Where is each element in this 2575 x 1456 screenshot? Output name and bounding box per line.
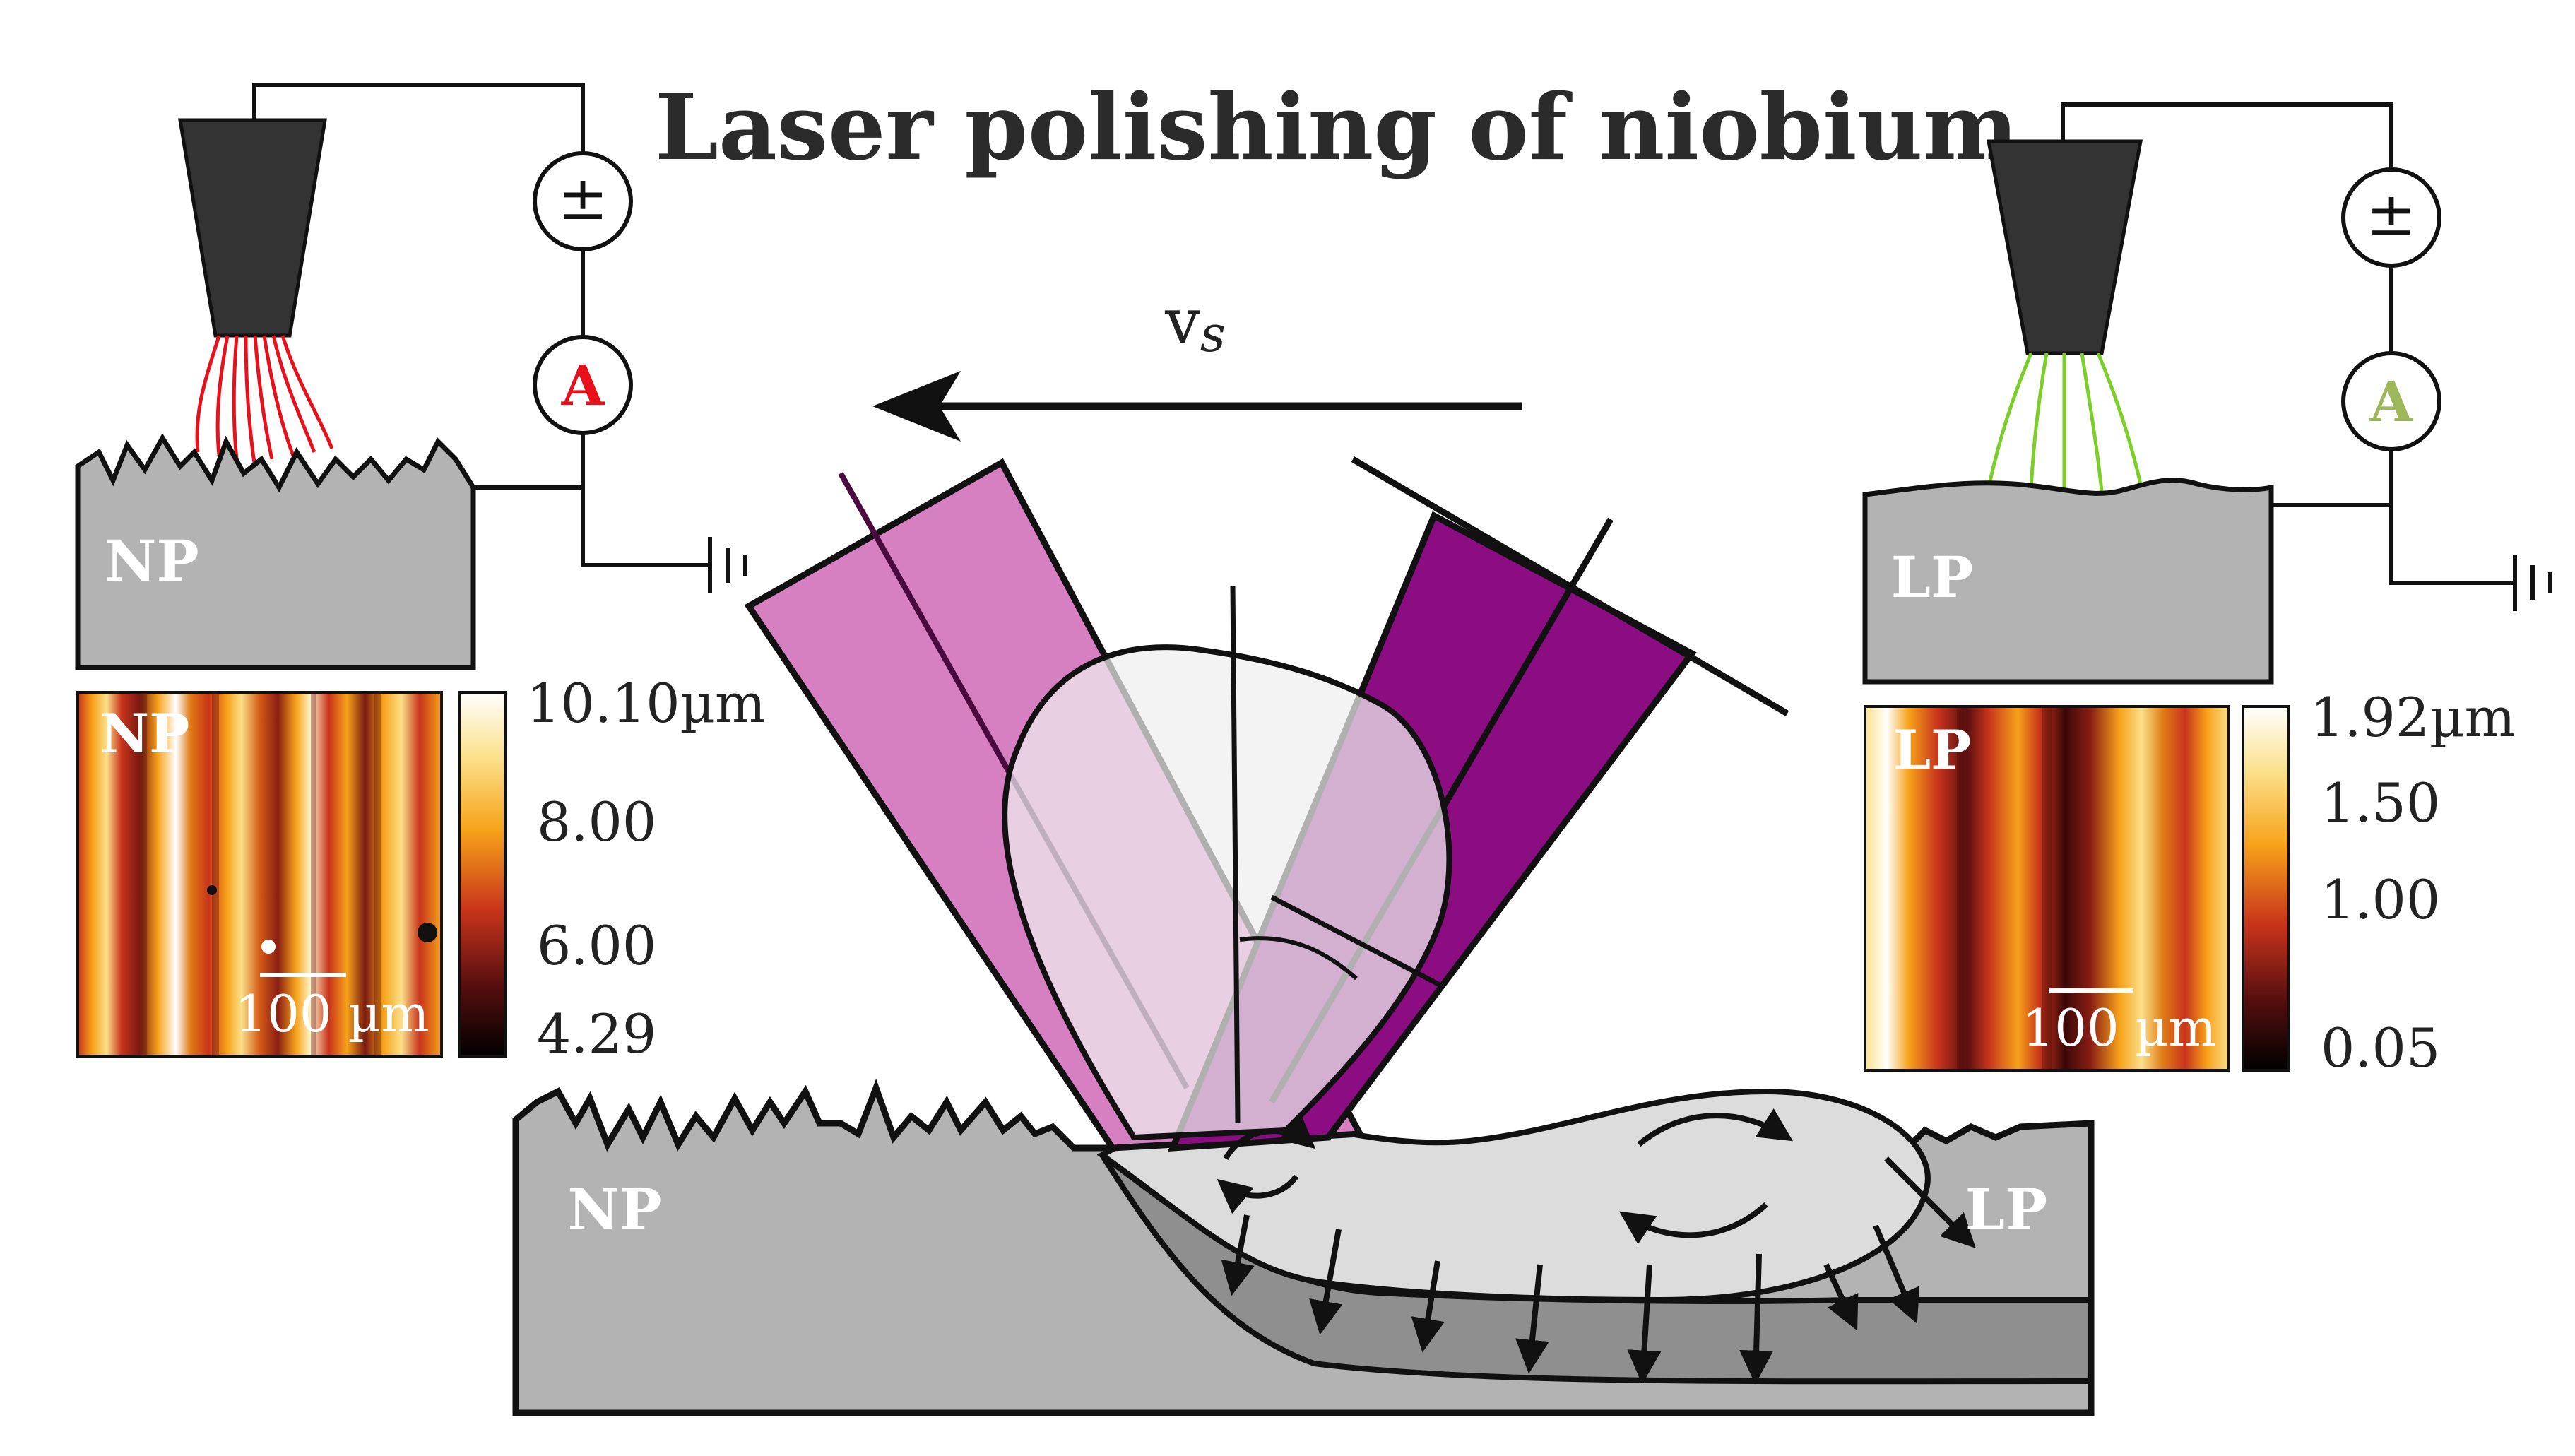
svg-text:100 µm: 100 µm (2022, 998, 2216, 1058)
colorbar-np: 10.10µm 8.00 6.00 4.29 (458, 672, 766, 1065)
plasma-plume (1002, 644, 1452, 1141)
svg-text:1.92µm: 1.92µm (2310, 686, 2516, 749)
svg-text:±: ± (2366, 179, 2417, 250)
svg-text:4.29: 4.29 (537, 1002, 656, 1065)
svg-text:0.05: 0.05 (2321, 1017, 2440, 1079)
svg-text:NP: NP (105, 528, 199, 594)
scan-velocity-arrow: vs (872, 285, 1522, 442)
afm-image-lp: LP 100 µm (1864, 705, 2230, 1072)
main-np-label: NP (567, 1176, 661, 1243)
right-circuit: ± A LP (1862, 102, 2552, 685)
ammeter-right: A (2341, 351, 2441, 451)
normal-line (1230, 586, 1241, 1124)
svg-text:1.50: 1.50 (2321, 771, 2440, 834)
field-lines-red (195, 335, 334, 463)
ammeter-left: A (533, 335, 633, 435)
probe-tip-right (1987, 139, 2143, 355)
svg-text:100 µm: 100 µm (235, 984, 429, 1043)
voltage-source-left: ± (533, 151, 633, 251)
heat-flux-arrows (1221, 1214, 1920, 1385)
svg-text:±: ± (557, 163, 608, 234)
main-lp-label: LP (1965, 1176, 2047, 1243)
ground-symbol-left (708, 537, 747, 593)
probe-tip-left (178, 118, 327, 338)
svg-text:1.00: 1.00 (2321, 868, 2440, 931)
ground-symbol-right (2513, 555, 2552, 611)
afm-image-np: NP 100 µm (76, 691, 443, 1058)
colorbar-lp: 1.92µm 1.50 1.00 0.05 (2242, 686, 2516, 1079)
svg-text:6.00: 6.00 (537, 914, 656, 977)
melt-flow-arrows (1217, 1108, 1976, 1248)
page-title: Laser polishing of niobium (655, 75, 2018, 181)
svg-text:LP: LP (1891, 544, 1973, 610)
left-circuit: ± A NP (75, 83, 747, 670)
angle-line (1270, 894, 1443, 988)
svg-text:vs: vs (1164, 285, 1226, 363)
lp-sample-block (1862, 478, 2274, 685)
svg-text:LP: LP (1893, 718, 1972, 781)
svg-text:8.00: 8.00 (537, 791, 656, 853)
svg-text:10.10µm: 10.10µm (526, 672, 766, 735)
field-lines-green (1987, 353, 2143, 495)
np-sample-block (75, 433, 476, 670)
voltage-source-right: ± (2341, 167, 2441, 268)
svg-text:A: A (561, 354, 605, 418)
svg-text:NP: NP (100, 702, 190, 765)
angle-arc (1239, 936, 1358, 981)
svg-text:A: A (2369, 370, 2414, 434)
